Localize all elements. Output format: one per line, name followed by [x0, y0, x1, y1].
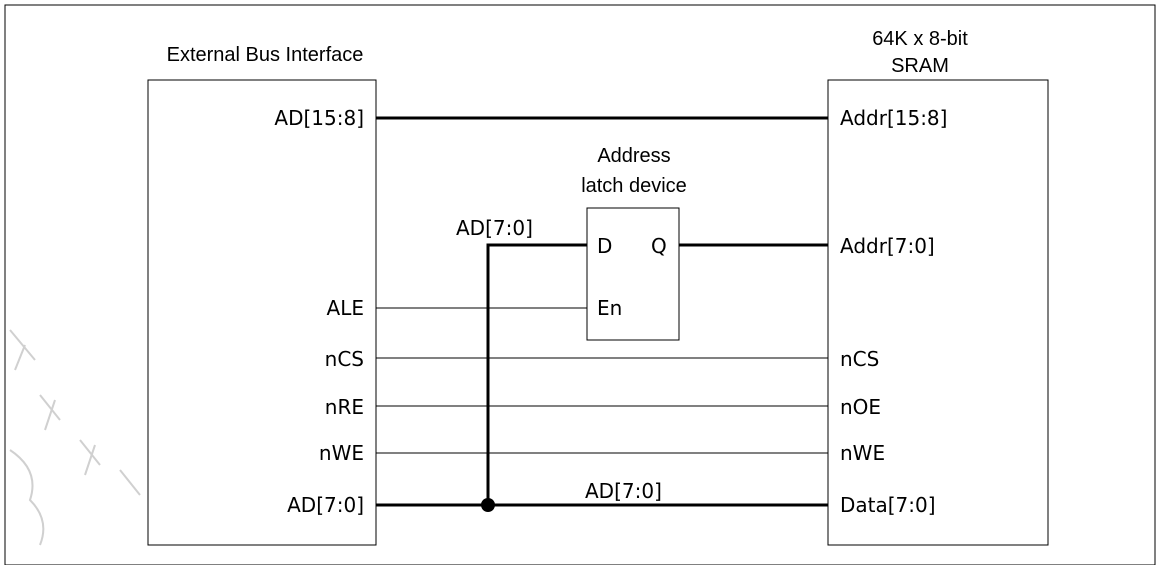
data-bus-label: AD[7:0]: [585, 479, 662, 503]
latch-block: [586, 207, 680, 341]
latch-title-line1: Address: [597, 145, 670, 167]
latch-pin-q: Q: [651, 234, 667, 258]
sram-pin-addr-lo: Addr[7:0]: [840, 234, 935, 258]
sram-pin-addr-hi: Addr[15:8]: [840, 106, 947, 130]
latch-title-line2: latch device: [581, 175, 687, 197]
ebi-block: [147, 79, 377, 546]
sram-pin-ncs: nCS: [840, 347, 879, 371]
ebi-pin-nwe: nWE: [319, 441, 364, 465]
sram-title-line1: 64K x 8-bit: [872, 28, 968, 50]
ebi-pin-ad-hi: AD[15:8]: [274, 106, 364, 130]
sram-pin-data: Data[7:0]: [840, 493, 936, 517]
sram-pin-noe: nOE: [840, 395, 881, 419]
ebi-pin-ad-lo: AD[7:0]: [287, 493, 364, 517]
latch-pin-en: En: [597, 296, 622, 320]
sram-block: [827, 79, 1049, 546]
latch-input-bus-label: AD[7:0]: [456, 216, 533, 240]
ebi-pin-nre: nRE: [325, 395, 364, 419]
sram-pin-nwe: nWE: [840, 441, 885, 465]
ebi-title: External Bus Interface: [167, 44, 364, 66]
latch-pin-d: D: [597, 234, 612, 258]
ebi-pin-ale: ALE: [327, 296, 364, 320]
diagram-border: [4, 4, 1156, 565]
junction-dot: [481, 498, 495, 512]
wire-latch-d-input: [486, 243, 587, 505]
sram-title-line2: SRAM: [891, 55, 949, 77]
ebi-pin-ncs: nCS: [325, 347, 364, 371]
